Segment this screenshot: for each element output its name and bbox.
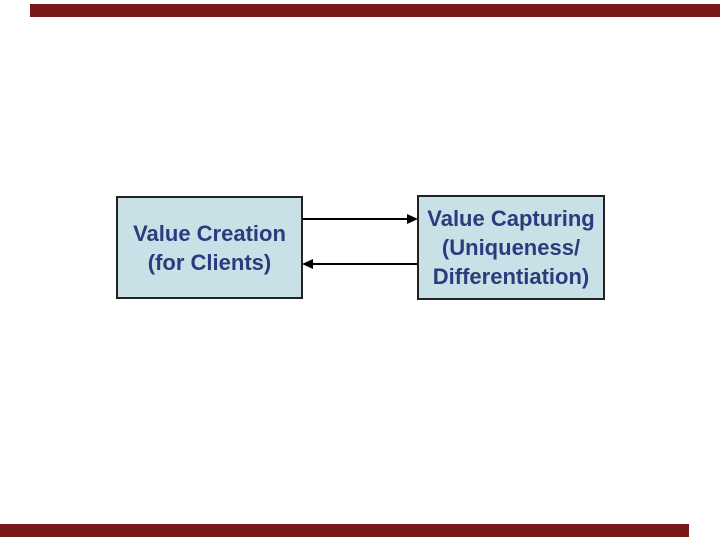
bottom-decor-bar bbox=[0, 524, 689, 537]
value-capturing-line-2: (Uniqueness/ bbox=[441, 235, 581, 260]
value-creation-line-1: Value Creation bbox=[133, 220, 286, 246]
arrow-left-head bbox=[302, 259, 313, 269]
arrow-right-head bbox=[407, 214, 418, 224]
arrow-left-shaft bbox=[312, 263, 418, 265]
value-creation-box: Value Creation (for Clients) bbox=[116, 196, 303, 299]
value-creation-line-2: (for Clients) bbox=[147, 249, 272, 275]
arrow-right-shaft bbox=[303, 218, 409, 220]
value-capturing-line-1: Value Capturing bbox=[427, 206, 595, 231]
value-capturing-line-3: Differentiation) bbox=[432, 264, 590, 289]
value-capturing-box: Value Capturing (Uniqueness/ Differentia… bbox=[417, 195, 605, 300]
top-decor-bar bbox=[30, 4, 720, 17]
